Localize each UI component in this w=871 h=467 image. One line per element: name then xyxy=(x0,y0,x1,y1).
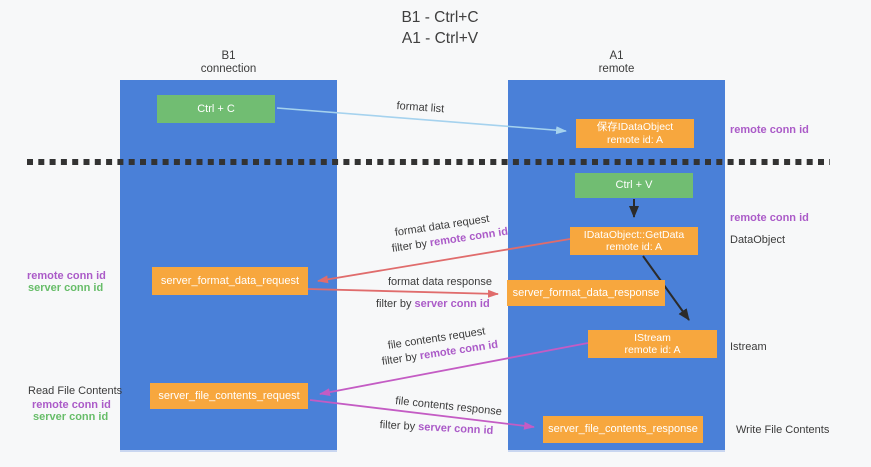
box-server-format-data-response: server_format_data_response xyxy=(507,280,665,306)
box-server-file-contents-response: server_file_contents_response xyxy=(543,416,703,443)
annotation-remote-conn-id-bottom-left: remote conn id xyxy=(32,399,111,411)
column-header-a1: A1 remote xyxy=(508,50,725,76)
title-line-1: B1 - Ctrl+C xyxy=(401,9,479,26)
server-format-data-request-label: server_format_data_request xyxy=(160,274,300,287)
filter-by-text: filter by xyxy=(381,350,421,368)
ctrl-v-label: Ctrl + V xyxy=(615,179,653,191)
istream-subtitle: remote id: A xyxy=(624,344,681,356)
diagram-title: B1 - Ctrl+C A1 - Ctrl+V xyxy=(300,7,580,49)
server-conn-id-keyword: server conn id xyxy=(417,421,494,437)
idataobject-getdata-title: IDataObject::GetData xyxy=(583,228,685,241)
column-a1-name: A1 xyxy=(609,50,624,62)
server-conn-id-keyword: server conn id xyxy=(414,298,490,310)
label-filter-file-response: filter by server conn id xyxy=(379,419,493,437)
annotation-write-file-contents: Write File Contents xyxy=(736,424,830,436)
annotation-remote-conn-id-left: remote conn id xyxy=(27,270,106,282)
server-file-contents-response-label: server_file_contents_response xyxy=(548,423,698,435)
save-idataobject-title: 保存IDataObject xyxy=(596,121,674,133)
filter-by-text: filter by xyxy=(376,298,415,310)
annotation-server-conn-id-bottom-left: server conn id xyxy=(33,411,109,423)
column-b1-subtitle: connection xyxy=(200,63,257,75)
annotation-server-conn-id-left: server conn id xyxy=(28,282,104,294)
box-ctrl-c: Ctrl + C xyxy=(157,95,275,123)
save-idataobject-subtitle: remote id: A xyxy=(606,133,664,146)
annotation-istream: Istream xyxy=(730,341,767,353)
istream-title: IStream xyxy=(634,331,671,344)
filter-by-text: filter by xyxy=(391,237,431,255)
server-format-data-response-label: server_format_data_response xyxy=(512,286,660,299)
box-save-idataobject: 保存IDataObject remote id: A xyxy=(576,119,694,148)
box-istream: IStream remote id: A xyxy=(588,330,717,358)
column-b1-name: B1 xyxy=(221,50,236,62)
column-header-b1: B1 connection xyxy=(120,50,337,76)
label-format-list: format list xyxy=(396,100,445,116)
idataobject-getdata-subtitle: remote id: A xyxy=(605,241,663,253)
column-a1-subtitle: remote xyxy=(598,63,635,75)
box-ctrl-v: Ctrl + V xyxy=(575,173,693,198)
ctrl-c-label: Ctrl + C xyxy=(197,102,235,115)
annotation-read-file-contents: Read File Contents xyxy=(28,385,123,397)
annotation-remote-conn-id-mid: remote conn id xyxy=(730,212,809,224)
annotation-dataobject: DataObject xyxy=(730,234,786,246)
box-server-file-contents-request: server_file_contents_request xyxy=(150,383,308,409)
annotation-remote-conn-id-top: remote conn id xyxy=(730,124,809,136)
label-format-data-response: format data response xyxy=(388,276,492,288)
filter-by-text: filter by xyxy=(379,419,419,433)
server-file-contents-request-label: server_file_contents_request xyxy=(158,389,300,402)
label-filter-format-response: filter by server conn id xyxy=(376,298,490,310)
box-idataobject-getdata: IDataObject::GetData remote id: A xyxy=(570,227,698,255)
box-server-format-data-request: server_format_data_request xyxy=(152,267,308,295)
label-file-contents-response: file contents response xyxy=(394,395,503,419)
title-line-2: A1 - Ctrl+V xyxy=(401,30,479,47)
